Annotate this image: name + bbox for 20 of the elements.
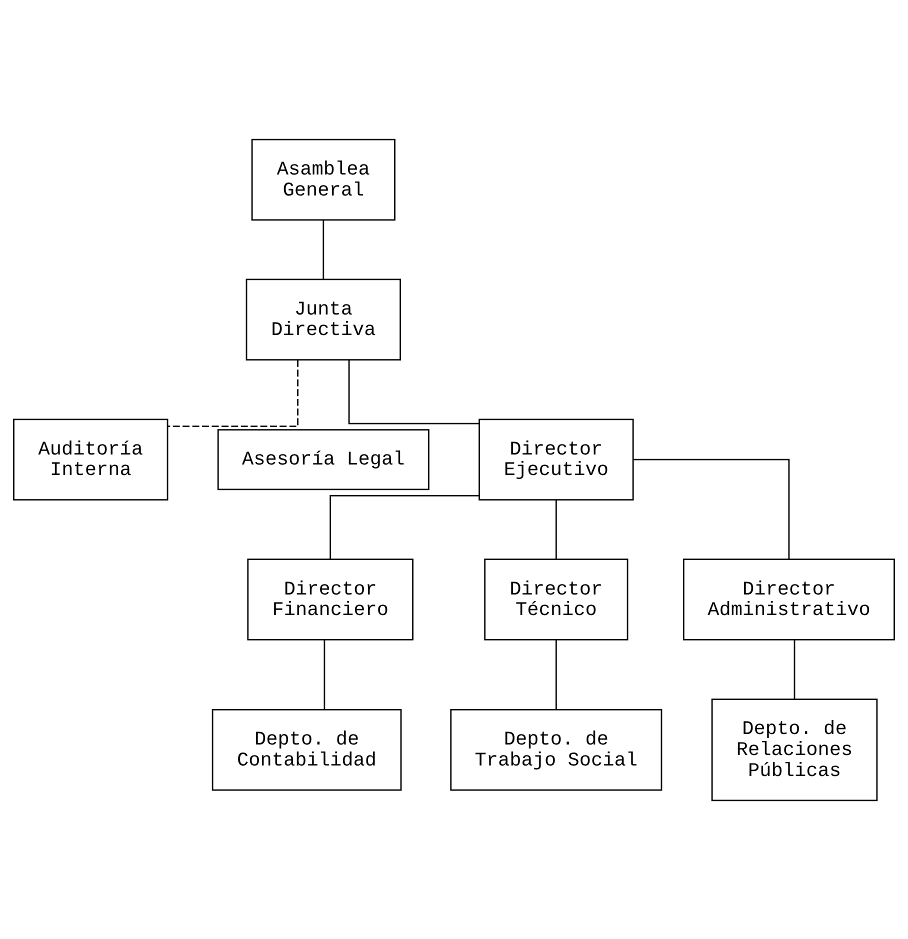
connector bbox=[168, 360, 298, 427]
node-box: Asesoría Legal bbox=[217, 428, 430, 490]
connector bbox=[556, 639, 557, 709]
node-box: Director Ejecutivo bbox=[478, 418, 634, 500]
connector bbox=[330, 494, 480, 559]
node-box: Depto. de Trabajo Social bbox=[450, 708, 662, 790]
connector bbox=[322, 220, 324, 279]
node-box: Depto. de Relaciones Públicas bbox=[711, 698, 878, 801]
connector bbox=[348, 360, 480, 424]
connector bbox=[324, 639, 326, 709]
node-box: Director Técnico bbox=[484, 558, 628, 640]
node-box: Director Financiero bbox=[247, 558, 414, 640]
node-box: Depto. de Contabilidad bbox=[212, 708, 402, 790]
node-box: Director Administrativo bbox=[682, 558, 895, 640]
node-box: Junta Directiva bbox=[246, 278, 401, 360]
connector bbox=[556, 500, 557, 559]
connector bbox=[634, 458, 790, 559]
node-box: Asamblea General bbox=[251, 138, 396, 220]
connector bbox=[794, 639, 796, 699]
node-box: Auditoría Interna bbox=[13, 418, 168, 500]
